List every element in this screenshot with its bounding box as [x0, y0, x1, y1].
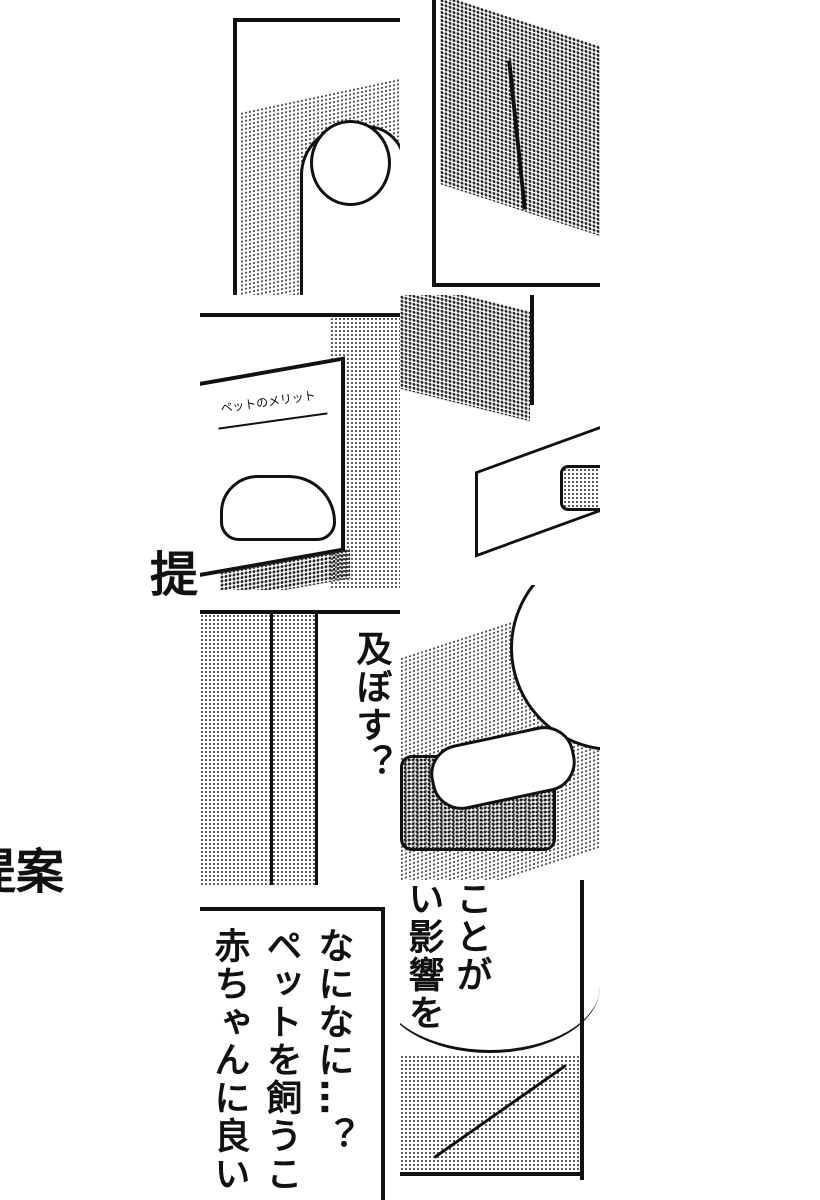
- cupboard-edge: [315, 614, 318, 885]
- panel-speech-table: ことが い影響を: [400, 880, 600, 1180]
- panel-top-border: [200, 907, 385, 911]
- speech-bubble-bottom: [400, 920, 600, 1053]
- panel-tv-stand: [400, 0, 600, 290]
- panel-top-border: [200, 313, 400, 317]
- tv-frame: [200, 356, 345, 579]
- baby-head: [310, 120, 391, 206]
- narration-line-1: なになに…？: [312, 927, 354, 1155]
- panel-border: [233, 18, 400, 295]
- title-fragment-bottom: 提案: [0, 844, 65, 900]
- panel-narration: なになに…？ ペットを飼うこ 赤ちゃんに良い: [200, 885, 400, 1200]
- panel-bottom-border: [400, 1172, 584, 1176]
- title-fragment-top: 提: [150, 547, 199, 603]
- cushion: [560, 465, 600, 511]
- narration-line-2: ペットを飼うこ: [260, 927, 302, 1193]
- panel-cupboard: 及ぼす？: [200, 590, 400, 885]
- stand-halftone: [400, 295, 530, 422]
- panel-right-border: [580, 880, 584, 1180]
- panel-stand-cushion: [400, 295, 600, 585]
- panel-top-border: [200, 610, 400, 614]
- cat-figure: [220, 475, 336, 541]
- panel-cat-cushion: [400, 585, 600, 880]
- speech-affect: 及ぼす？: [350, 630, 392, 782]
- stand-edge: [530, 295, 534, 405]
- panel-border: [432, 0, 600, 287]
- cupboard-halftone: [200, 614, 315, 885]
- narration-line-3: 赤ちゃんに良い: [208, 927, 250, 1193]
- panel-tv-cat: ペットのメリット: [200, 295, 400, 590]
- cupboard-door-split: [270, 614, 273, 885]
- panel-baby: [200, 0, 400, 295]
- panel-right-border: [381, 907, 385, 1200]
